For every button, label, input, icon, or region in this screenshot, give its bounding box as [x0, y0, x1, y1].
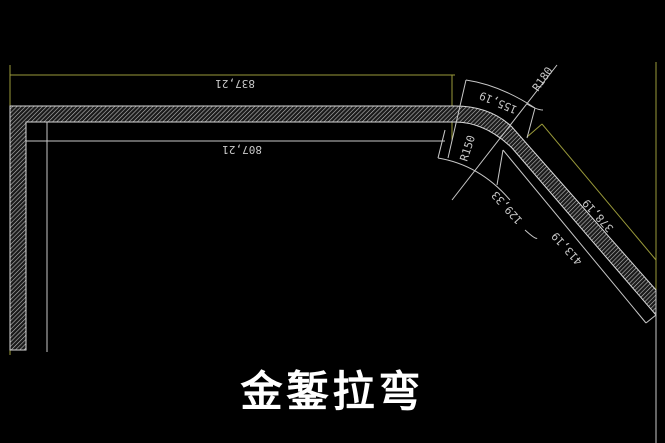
- bent-profile-horizontal: [9, 105, 657, 351]
- dim-r180: R180: [530, 65, 556, 94]
- drawing-title: 金錾拉弯: [240, 367, 425, 416]
- white-dimension-lines: [26, 64, 657, 443]
- dim-413-19: 413,19: [549, 229, 585, 267]
- dim-r150: R150: [457, 134, 478, 163]
- dim-129-33: 129,33: [489, 188, 525, 226]
- dim-807-21: 807,21: [222, 143, 262, 156]
- dim-837-21: 837,21: [215, 77, 255, 90]
